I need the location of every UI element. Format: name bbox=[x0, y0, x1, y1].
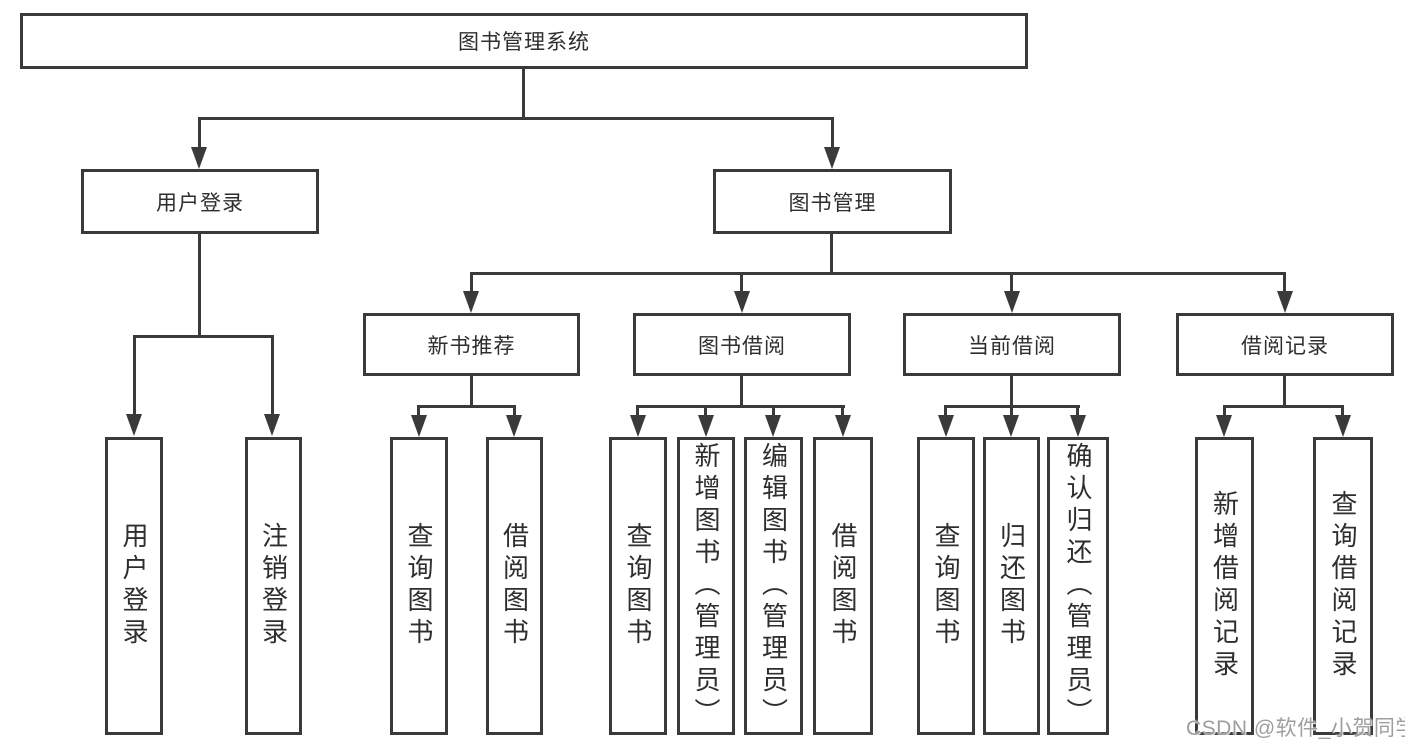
arrowhead-down-icon bbox=[506, 415, 522, 437]
arrowhead-down-icon bbox=[938, 415, 954, 437]
connector-group-stem bbox=[1283, 376, 1286, 408]
leaf-add-borrow-record: 新增借阅记录 bbox=[1195, 437, 1254, 735]
connector-drop-leaf bbox=[841, 405, 844, 417]
connector-drop-leaf bbox=[636, 405, 639, 417]
leaf-label: 编辑图书（管理员） bbox=[758, 442, 789, 730]
leaf-return-books: 归还图书 bbox=[983, 437, 1040, 735]
leaf-label: 借阅图书 bbox=[499, 522, 530, 650]
connector-user-login-hbar bbox=[133, 335, 274, 338]
leaf-label: 查询借阅记录 bbox=[1328, 490, 1358, 682]
node-user-login: 用户登录 bbox=[81, 169, 319, 234]
leaf-label: 新增借阅记录 bbox=[1209, 490, 1240, 682]
leaf-logout: 注销登录 bbox=[245, 437, 302, 735]
connector-drop-leaf bbox=[1341, 405, 1344, 417]
connector-drop-leaf bbox=[1010, 405, 1013, 417]
node-current-borrow: 当前借阅 bbox=[903, 313, 1121, 376]
arrowhead-down-icon bbox=[835, 415, 851, 437]
connector-user-login-stem bbox=[198, 234, 201, 338]
connector-level3-hbar bbox=[470, 272, 1286, 275]
connector-drop-leaf bbox=[1076, 405, 1079, 417]
arrowhead-down-icon bbox=[1216, 415, 1232, 437]
arrowhead-down-icon bbox=[264, 414, 280, 436]
leaf-label: 用户登录 bbox=[119, 522, 149, 650]
arrowhead-down-icon bbox=[1004, 291, 1020, 313]
connector-group-stem bbox=[740, 376, 743, 408]
arrowhead-down-icon bbox=[411, 415, 427, 437]
connector-book-management-stem bbox=[830, 234, 833, 275]
leaf-query-books: 查询图书 bbox=[917, 437, 975, 735]
arrowhead-down-icon bbox=[1335, 415, 1351, 437]
arrowhead-down-icon bbox=[1277, 291, 1293, 313]
leaf-label: 查询图书 bbox=[623, 522, 653, 650]
leaf-label: 注销登录 bbox=[258, 522, 289, 650]
leaf-user-login: 用户登录 bbox=[105, 437, 163, 735]
arrowhead-down-icon bbox=[191, 147, 207, 169]
connector-group-hbar bbox=[637, 405, 845, 408]
connector-drop-leaf bbox=[704, 405, 707, 417]
leaf-label: 借阅图书 bbox=[828, 522, 858, 650]
connector-drop-new-book bbox=[470, 272, 473, 294]
connector-group-hbar bbox=[418, 405, 516, 408]
leaf-label: 查询图书 bbox=[404, 522, 434, 650]
node-new-book-recommend: 新书推荐 bbox=[363, 313, 580, 376]
connector-group-hbar bbox=[1223, 405, 1344, 408]
connector-drop-leaf bbox=[513, 405, 516, 417]
connector-drop-book-management bbox=[831, 117, 834, 150]
arrowhead-down-icon bbox=[734, 291, 750, 313]
leaf-borrow-books: 借阅图书 bbox=[486, 437, 543, 735]
arrowhead-down-icon bbox=[126, 414, 142, 436]
connector-drop-leaf bbox=[133, 335, 136, 415]
node-book-management: 图书管理 bbox=[713, 169, 952, 234]
connector-drop-user-login bbox=[198, 117, 201, 150]
leaf-add-books-admin: 新增图书（管理员） bbox=[677, 437, 735, 735]
connector-drop-leaf bbox=[944, 405, 947, 417]
leaf-edit-books-admin: 编辑图书（管理员） bbox=[744, 437, 803, 735]
connector-drop-leaf bbox=[417, 405, 420, 417]
connector-group-stem bbox=[1010, 376, 1013, 408]
leaf-borrow-books: 借阅图书 bbox=[813, 437, 873, 735]
arrowhead-down-icon bbox=[765, 415, 781, 437]
leaf-label: 新增图书（管理员） bbox=[691, 442, 721, 730]
leaf-confirm-return-admin: 确认归还（管理员） bbox=[1047, 437, 1109, 735]
leaf-label: 归还图书 bbox=[996, 522, 1027, 650]
node-book-borrow: 图书借阅 bbox=[633, 313, 851, 376]
csdn-watermark: CSDN @软件_小贺同学 bbox=[1186, 717, 1405, 740]
connector-level2-hbar bbox=[198, 117, 834, 120]
node-borrow-records: 借阅记录 bbox=[1176, 313, 1394, 376]
connector-drop-current-borrow bbox=[1010, 272, 1013, 294]
connector-root-stem bbox=[522, 69, 525, 120]
arrowhead-down-icon bbox=[824, 147, 840, 169]
leaf-query-books: 查询图书 bbox=[609, 437, 667, 735]
leaf-query-books: 查询图书 bbox=[390, 437, 448, 735]
leaf-label: 确认归还（管理员） bbox=[1063, 442, 1093, 730]
arrowhead-down-icon bbox=[463, 291, 479, 313]
arrowhead-down-icon bbox=[1003, 415, 1019, 437]
leaf-query-borrow-record: 查询借阅记录 bbox=[1313, 437, 1373, 735]
arrowhead-down-icon bbox=[698, 415, 714, 437]
connector-group-stem bbox=[470, 376, 473, 408]
leaf-label: 查询图书 bbox=[931, 522, 961, 650]
connector-drop-book-borrow bbox=[740, 272, 743, 294]
arrowhead-down-icon bbox=[1070, 415, 1086, 437]
connector-drop-leaf bbox=[1223, 405, 1226, 417]
arrowhead-down-icon bbox=[630, 415, 646, 437]
connector-drop-leaf bbox=[271, 335, 274, 415]
node-library-system: 图书管理系统 bbox=[20, 13, 1028, 69]
connector-drop-leaf bbox=[772, 405, 775, 417]
connector-drop-borrow-records bbox=[1283, 272, 1286, 294]
